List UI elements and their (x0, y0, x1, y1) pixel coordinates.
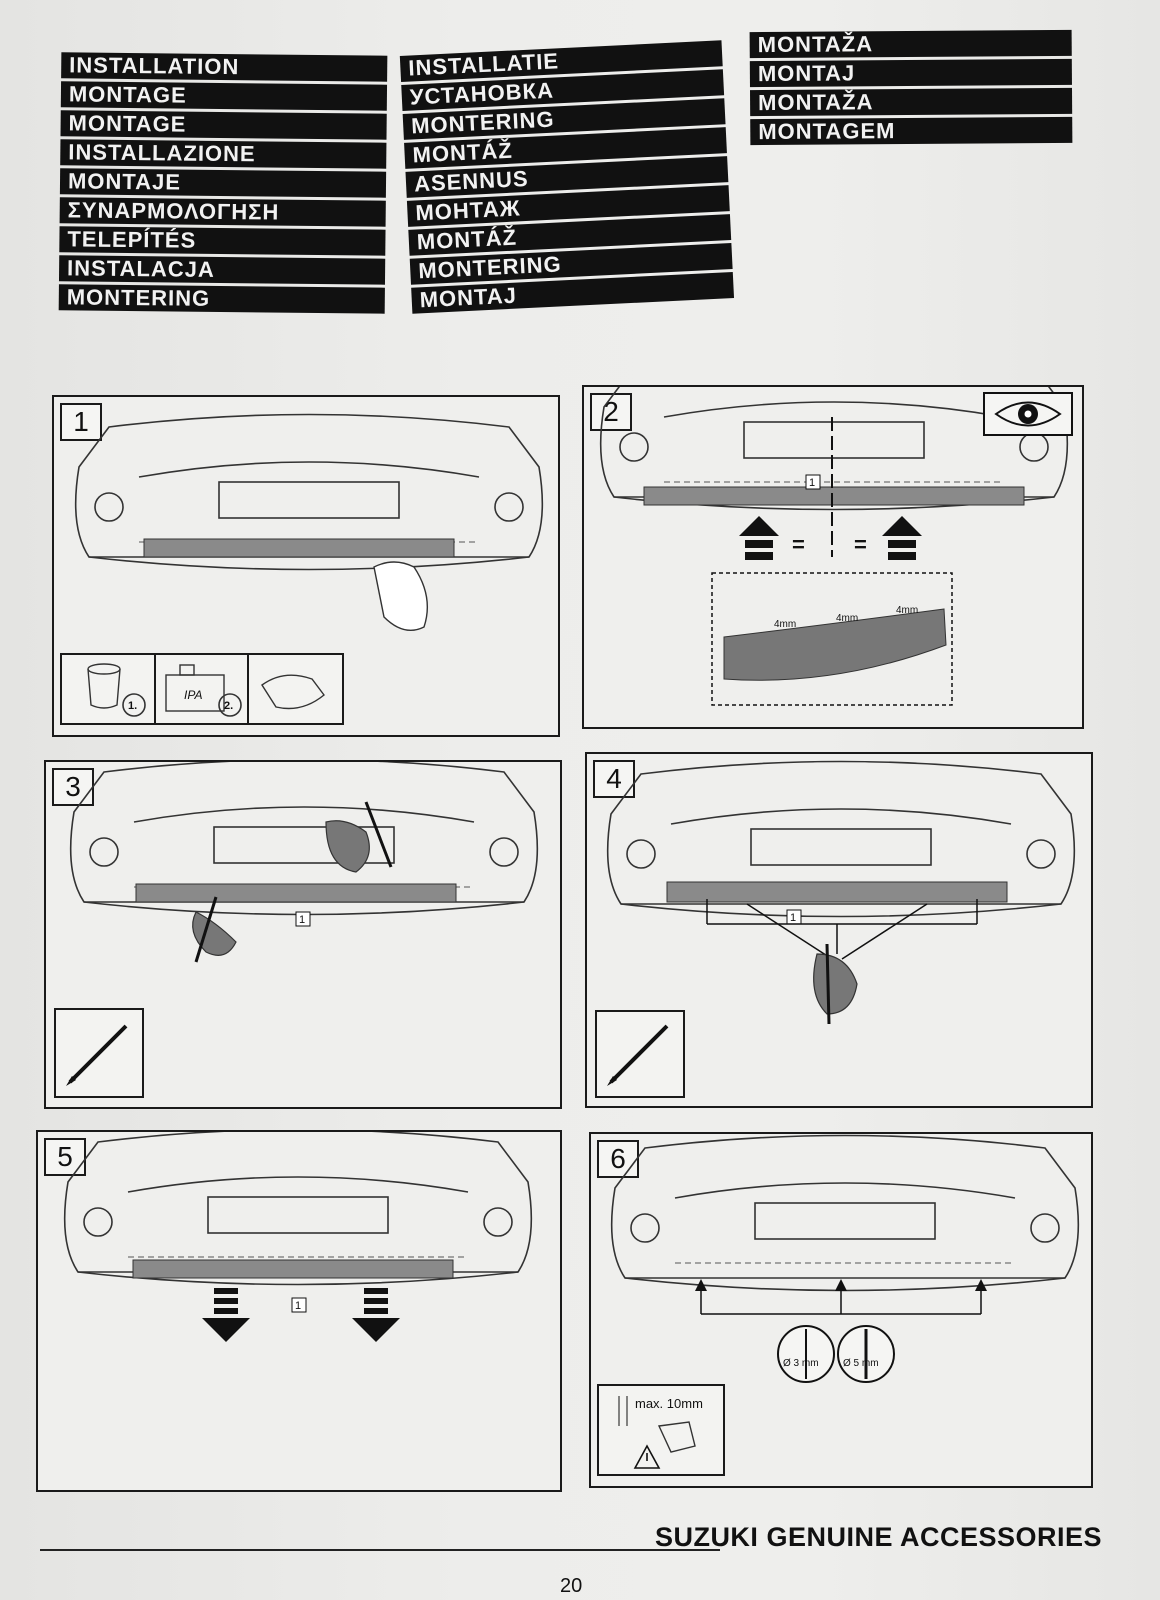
title-bar: MONTAŽA (750, 87, 1073, 117)
pencil-icon (364, 801, 393, 868)
step-4-panel: 4 1 (585, 752, 1093, 1108)
water-bucket-icon (87, 663, 121, 675)
step-1-panel: 1 1. IPA 2. (52, 395, 560, 737)
step-3-illustration: 1 (69, 762, 539, 963)
title-bar: TELEPÍTÉS (59, 226, 386, 256)
title-bar: MONTERING (58, 284, 385, 314)
title-bar: INSTALACJA (58, 255, 386, 285)
step-number: 6 (597, 1140, 639, 1178)
step-4-illustration: 1 (606, 760, 1076, 1025)
warning-icon (633, 1444, 661, 1469)
equals-right: = (854, 532, 867, 557)
title-bar: ΣΥΝΑΡΜΟΛΟΓΗΣΗ (59, 197, 386, 227)
drill-depth-illustration: max. 10mm (618, 1396, 703, 1469)
drill-large-label: Ø 5 mm (843, 1358, 879, 1369)
ipa-bottle-icon (165, 674, 225, 712)
step-6-illustration: Ø 3 mm Ø 5 mm (610, 1134, 1080, 1383)
gap-label: 4mm (836, 613, 858, 624)
equals-left: = (792, 532, 805, 557)
step-5-illustration: 1 (63, 1132, 533, 1342)
arrow-down-icon (352, 1288, 400, 1342)
hand-marking-icon (325, 820, 370, 873)
step-2-panel: 2 1 = = 4mm 4mm 4mm (582, 385, 1084, 729)
gap-label: 4mm (774, 619, 796, 630)
arrow-down-icon (202, 1288, 250, 1342)
drill-bit-large-icon: Ø 5 mm (837, 1325, 895, 1383)
drill-small-label: Ø 3 mm (783, 1358, 819, 1369)
title-bar: MONTAJ (749, 58, 1072, 88)
title-column-2: INSTALLATIE УСТАНОВКА MONTERING MONTÁŽ A… (399, 40, 735, 316)
supply-1-label: 1. (128, 700, 137, 712)
step-number: 5 (44, 1138, 86, 1176)
power-drill-icon (657, 1421, 696, 1453)
part-ref-label: 1 (809, 477, 815, 489)
depth-note: max. 10mm (635, 1396, 703, 1411)
title-bar: MONTAGEM (750, 116, 1073, 146)
pencil-icon (66, 1024, 128, 1086)
step-number: 2 (590, 393, 632, 431)
drill-bit-small-icon: Ø 3 mm (777, 1325, 835, 1383)
hand-marking-icon (192, 911, 237, 956)
step-3-panel: 3 1 (44, 760, 562, 1109)
title-bar: MONTAGE (60, 81, 388, 111)
pencil-tool-box (595, 1010, 685, 1098)
hand-icon (373, 561, 429, 631)
title-bar: MONTAŽA (749, 29, 1072, 59)
gap-label: 4mm (896, 605, 918, 616)
hand-marking-icon (813, 953, 858, 1015)
pencil-icon (825, 943, 831, 1025)
pencil-icon (607, 1024, 669, 1086)
step-1-illustration (74, 413, 544, 631)
part-ref-label: 1 (295, 1300, 301, 1312)
step-number: 1 (60, 403, 102, 441)
part-ref-label: 1 (299, 914, 305, 926)
supply-2-text: IPA (184, 688, 202, 702)
pencil-icon (194, 896, 218, 963)
title-bar: INSTALLATION (61, 52, 388, 82)
step-2-illustration: 1 = = 4mm 4mm 4mm (599, 387, 1073, 706)
title-bar: MONTAJE (59, 168, 387, 198)
eye-icon (983, 392, 1073, 436)
supply-2-label: 2. (224, 700, 233, 712)
cloth-icon (261, 674, 325, 710)
title-bar: INSTALLAZIONE (60, 139, 387, 169)
supplies-illustration: 1. IPA 2. (87, 655, 325, 723)
title-column-1: INSTALLATION MONTAGE MONTAGE INSTALLAZIO… (58, 52, 388, 316)
footer-brand: SUZUKI GENUINE ACCESSORIES (654, 1522, 1102, 1552)
title-bar: MONTAGE (60, 110, 387, 140)
footer-rule (40, 1549, 720, 1551)
page-number: 20 (560, 1575, 583, 1597)
part-ref-label: 1 (790, 912, 796, 924)
title-column-3: MONTAŽA MONTAJ MONTAŽA MONTAGEM (749, 29, 1073, 148)
pencil-tool-box (54, 1008, 144, 1098)
step-6-panel: 6 Ø 3 mm Ø 5 mm (589, 1132, 1093, 1488)
supplies-box: 1. IPA 2. (60, 653, 344, 725)
drill-depth-box: max. 10mm (597, 1384, 725, 1476)
step-5-panel: 5 1 (36, 1130, 562, 1492)
